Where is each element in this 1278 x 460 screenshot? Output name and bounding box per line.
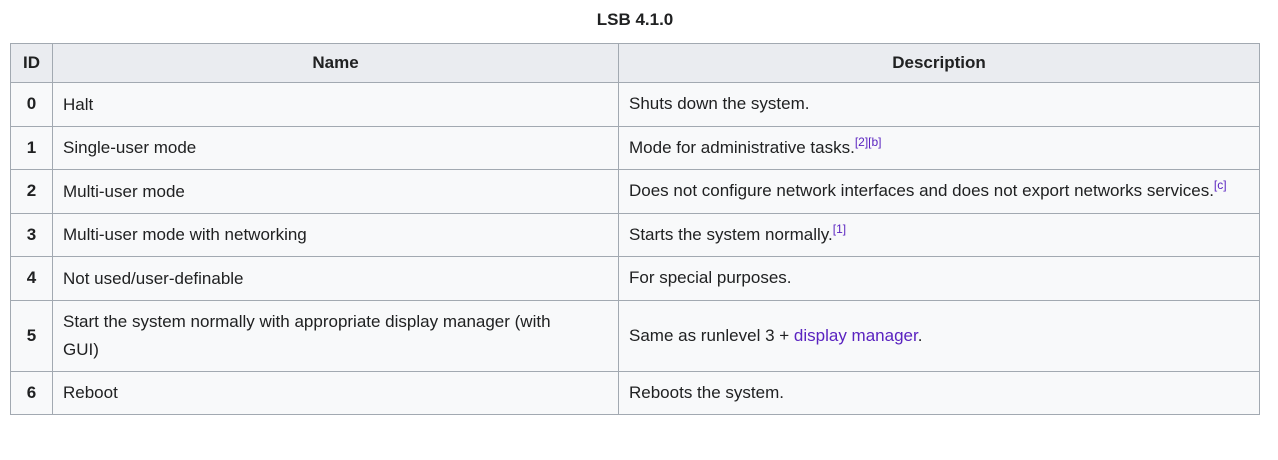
row-description-cell: Does not configure network interfaces an… [618,169,1260,214]
display-manager-link[interactable]: display manager [793,325,918,345]
row-name-cell: Reboot [52,370,619,416]
table-row: 4 Not used/user-definable For special purp… [10,256,1260,301]
row-name-text: Multi-user mode with networking [63,225,307,245]
reference-link[interactable]: [1] [832,221,847,236]
description-text: Does not configure network interfaces an… [629,181,1214,201]
description-text: Starts the system normally. [629,224,833,244]
description-text: Reboots the system. [629,382,784,402]
table-row: 6 Reboot Reboots the system. [10,370,1260,416]
table-row: 1 Single-user mode Mode for administrative… [10,125,1260,171]
row-name-cell: Multi-user mode [52,169,619,214]
row-description-cell: Shuts down the system. [618,82,1260,127]
row-description-cell: Reboots the system. [618,370,1260,416]
row-id-cell: 2 [10,169,53,214]
row-description-cell: Mode for administrative tasks.[2][b] [618,125,1260,171]
row-id-cell: 5 [10,299,53,372]
column-header-name: Name [52,43,619,83]
row-description-cell: Same as runlevel 3 + display manager. [618,299,1260,372]
row-description-cell: For special purposes. [618,256,1260,301]
table-row: 0 Halt Shuts down the system. [10,82,1260,127]
reference-link[interactable]: [c] [1213,178,1227,193]
row-id-cell: 3 [10,212,53,258]
row-name-text: Start the system normally with appropria… [63,311,551,359]
description-text: Mode for administrative tasks. [629,137,855,157]
row-name-text: Multi-user mode [63,181,185,201]
row-id-cell: 4 [10,256,53,301]
description-text: Same as runlevel 3 + [629,325,794,345]
table-caption: LSB 4.1.0 [10,6,1260,43]
row-name-text: Reboot [63,383,118,403]
description-text: Shuts down the system. [629,94,810,114]
description-text: For special purposes. [629,268,792,288]
table-row: 3 Multi-user mode with networking Starts t… [10,212,1260,258]
row-id-cell: 1 [10,125,53,171]
row-name-text: Not used/user-definable [63,268,244,288]
row-description-cell: Starts the system normally.[1] [618,212,1260,258]
column-header-id: ID [10,43,53,83]
row-id-cell: 6 [10,370,53,416]
column-header-description: Description [618,43,1260,83]
table-row: 2 Multi-user mode Does not configure netwo… [10,169,1260,214]
row-name-cell: Halt [52,82,619,127]
row-name-text: Halt [63,94,94,114]
reference-link[interactable]: [b] [868,134,882,149]
row-name-text: Single-user mode [63,138,197,158]
header-row: ID Name Description [10,43,1260,83]
runlevel-table: LSB 4.1.0 ID Name Description 0 Halt Shuts… [10,6,1260,416]
description-text-after: . [917,325,923,345]
row-name-cell: Single-user mode [52,125,619,171]
reference-link[interactable]: [2] [854,134,869,149]
row-name-cell: Multi-user mode with networking [52,212,619,258]
row-name-cell: Not used/user-definable [52,256,619,301]
row-name-cell: Start the system normally with appropria… [52,299,619,372]
row-id-cell: 0 [10,82,53,127]
